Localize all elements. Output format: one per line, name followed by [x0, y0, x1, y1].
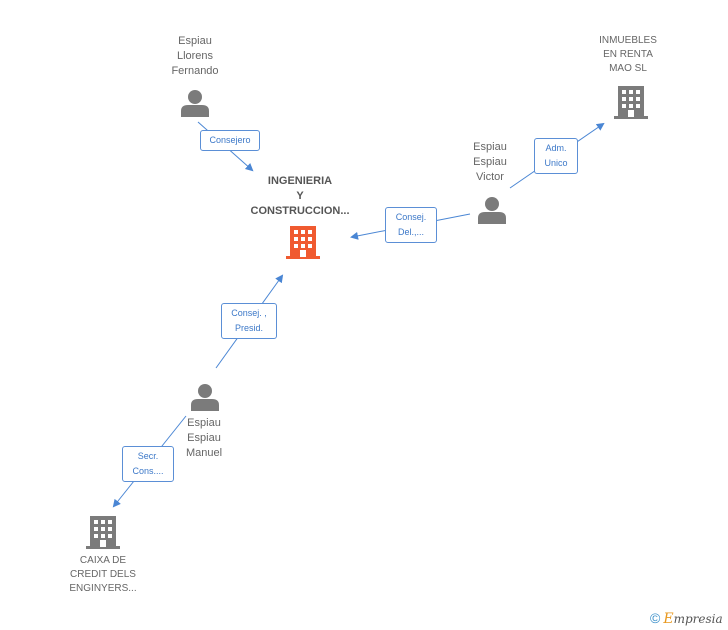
person-icon[interactable]: [478, 196, 506, 224]
building-icon[interactable]: [86, 514, 120, 550]
footer-brand: ©Empresia: [650, 610, 723, 627]
person-name-llorens[interactable]: Espiau Llorens Fernando: [171, 35, 219, 77]
company-name-inmuebles[interactable]: INMUEBLES EN RENTA MAO SL: [599, 35, 657, 74]
edge-label-consejero[interactable]: Consejero: [200, 130, 260, 151]
edge-label-adm-unico[interactable]: Adm. Unico: [534, 138, 578, 174]
person-icon[interactable]: [191, 383, 219, 411]
copyright-icon: ©: [650, 610, 661, 626]
edge-label-consej-presid[interactable]: Consej. , Presid.: [221, 303, 277, 339]
person-name-manuel[interactable]: Espiau Espiau Manuel: [185, 417, 223, 459]
building-icon[interactable]: [614, 84, 648, 120]
center-company-name[interactable]: INGENIERIA Y CONSTRUCCION...: [250, 175, 350, 217]
person-icon[interactable]: [181, 89, 209, 117]
edge-label-secr-cons[interactable]: Secr. Cons....: [122, 446, 174, 482]
edge-label-consej-del[interactable]: Consej. Del.,...: [385, 207, 437, 243]
building-icon[interactable]: [286, 224, 320, 260]
person-name-victor[interactable]: Espiau Espiau Victor: [473, 141, 507, 183]
brand-logo: Empresia: [663, 611, 723, 627]
company-name-caixa[interactable]: CAIXA DE CREDIT DELS ENGINYERS...: [69, 555, 137, 594]
